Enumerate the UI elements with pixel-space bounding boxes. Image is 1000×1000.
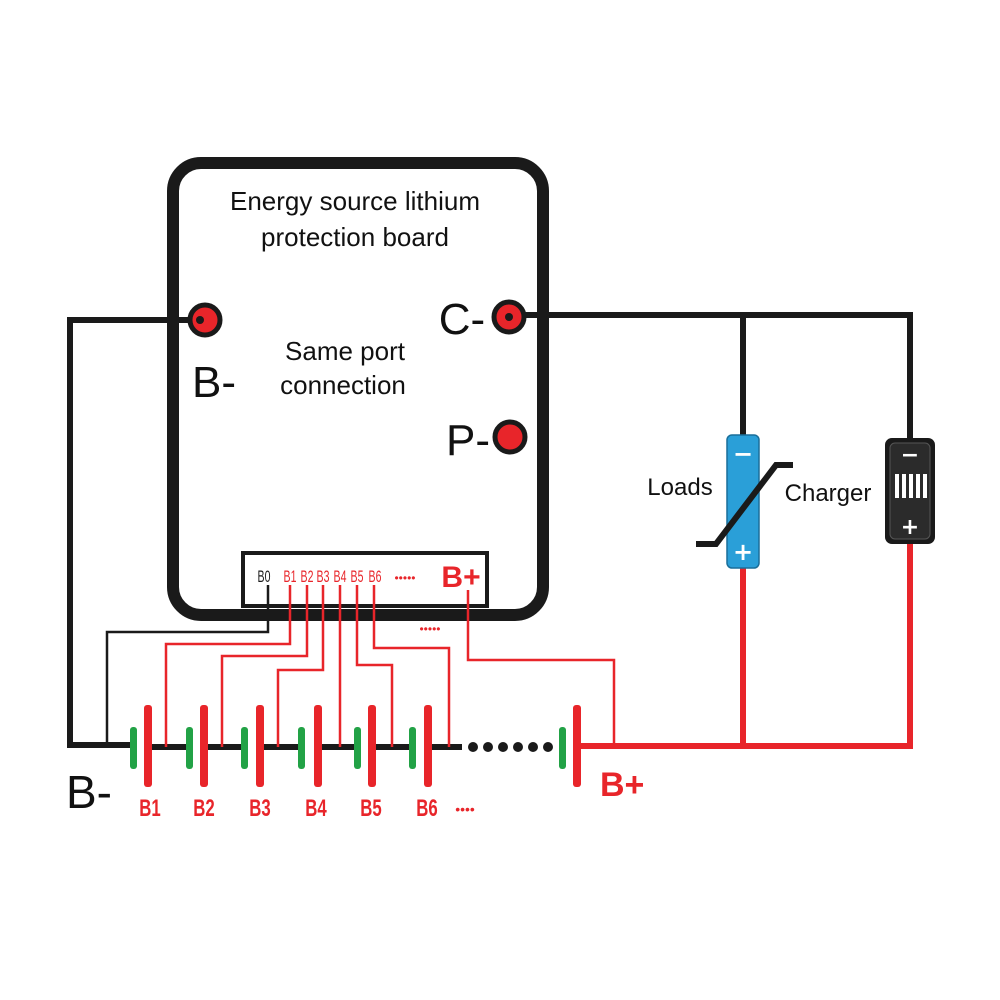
cell-negative-plate bbox=[130, 727, 137, 769]
cell-negative-plate bbox=[559, 727, 566, 769]
cell-label-b5: B5 bbox=[360, 795, 381, 822]
red-wires bbox=[578, 540, 913, 749]
cell-positive-plate bbox=[256, 705, 264, 787]
load-plus-sign: + bbox=[733, 538, 753, 566]
cell-positive-plate bbox=[368, 705, 376, 787]
cminus-wire bbox=[509, 312, 913, 440]
cell-negative-plate bbox=[186, 727, 193, 769]
more-cells-dots bbox=[468, 742, 553, 752]
cell-label-b4: B4 bbox=[305, 795, 327, 822]
port-bminus bbox=[187, 302, 223, 338]
pin-b6: B6 bbox=[369, 566, 382, 585]
load-body bbox=[726, 434, 760, 569]
load-switch-arrow bbox=[696, 462, 793, 547]
cell-positive-plate bbox=[314, 705, 322, 787]
cell-positive-plate bbox=[424, 705, 432, 787]
cell-negative-plate bbox=[241, 727, 248, 769]
cell-positive-plate bbox=[200, 705, 208, 787]
cell-label-b6: B6 bbox=[416, 795, 437, 822]
same-port-note-line2: connection bbox=[280, 370, 406, 400]
cell-positive-plate bbox=[144, 705, 152, 787]
port-pminus-label: P- bbox=[446, 416, 490, 465]
wire-junction-bminus bbox=[196, 316, 204, 324]
b1-sense-wire bbox=[164, 585, 292, 747]
charger-minus-sign: − bbox=[901, 443, 919, 468]
pin-b0: B0 bbox=[258, 566, 271, 585]
pin-bplus: B+ bbox=[441, 561, 480, 594]
load-component: − + bbox=[696, 434, 793, 569]
pin-b2: B2 bbox=[301, 566, 314, 585]
cell-b5 bbox=[354, 705, 376, 787]
pin-b1: B1 bbox=[284, 566, 297, 585]
cell-labels: B1 B2 B3 B4 B5 B6 •••• bbox=[139, 795, 475, 822]
charger-label: Charger bbox=[785, 480, 872, 507]
cell-label-b1: B1 bbox=[139, 795, 160, 822]
b0-sense-wire bbox=[105, 585, 270, 745]
port-cminus-label: C- bbox=[439, 295, 485, 344]
cell-label-b3: B3 bbox=[249, 795, 270, 822]
board-title-line2: protection board bbox=[261, 222, 449, 252]
cell-b3 bbox=[241, 705, 264, 787]
cell-b2 bbox=[186, 705, 208, 787]
pack-bminus-label: B- bbox=[66, 766, 112, 818]
cell-last bbox=[559, 705, 581, 787]
black-wires bbox=[67, 312, 913, 748]
pin-b3: B3 bbox=[317, 566, 330, 585]
pin-ellipsis: ••••• bbox=[394, 571, 415, 585]
bplus-main-wire bbox=[578, 540, 913, 749]
wire-junction-cminus bbox=[505, 313, 513, 321]
board-title-line1: Energy source lithium bbox=[230, 186, 480, 216]
b3-sense-wire bbox=[276, 585, 325, 747]
b5-sense-wire bbox=[355, 585, 394, 747]
charger-plus-sign: + bbox=[901, 515, 919, 540]
battery-cells bbox=[130, 705, 581, 787]
loads-label: Loads bbox=[647, 474, 712, 501]
pin-b5: B5 bbox=[351, 566, 364, 585]
balance-connector bbox=[241, 551, 489, 608]
cell-label-more: •••• bbox=[455, 801, 475, 817]
pack-bplus-label: B+ bbox=[600, 766, 644, 804]
cell-negative-plate bbox=[354, 727, 361, 769]
port-bminus-label: B- bbox=[192, 358, 236, 407]
pin-b4: B4 bbox=[334, 566, 347, 585]
charger-component: − + bbox=[885, 438, 935, 544]
port-pminus bbox=[492, 419, 528, 455]
sense-wires bbox=[164, 585, 616, 747]
bminus-wire bbox=[67, 317, 200, 748]
cell-negative-plate bbox=[298, 727, 305, 769]
charger-grille-icon bbox=[895, 474, 927, 498]
cell-b4 bbox=[298, 705, 322, 787]
cell-negative-plate bbox=[409, 727, 416, 769]
b6-sense-wire bbox=[372, 585, 451, 747]
connector-pins: B0 B1 B2 B3 B4 B5 B6 ••••• B+ bbox=[258, 561, 481, 594]
same-port-note-line1: Same port bbox=[285, 336, 406, 366]
connector-extra-dots: ••••• bbox=[419, 622, 440, 636]
bplus-sense-wire bbox=[466, 590, 616, 747]
load-minus-sign: − bbox=[733, 440, 753, 468]
cell-positive-plate bbox=[573, 705, 581, 787]
cell-label-b2: B2 bbox=[193, 795, 214, 822]
b2-sense-wire bbox=[220, 585, 309, 747]
cell-b1 bbox=[130, 705, 152, 787]
cell-b6 bbox=[409, 705, 432, 787]
